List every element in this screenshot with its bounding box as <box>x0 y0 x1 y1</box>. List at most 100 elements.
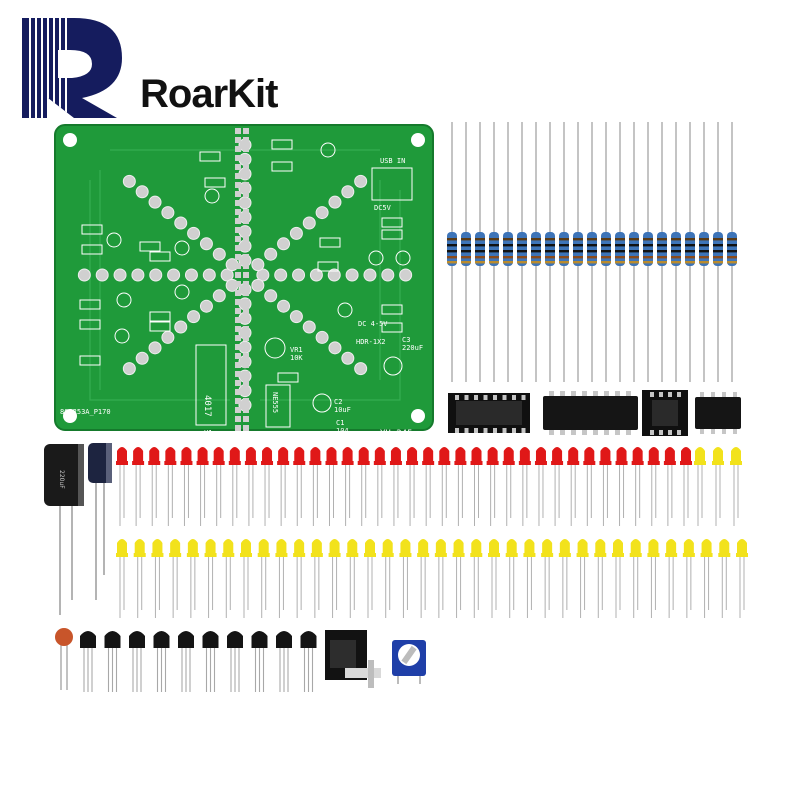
resistor <box>489 122 499 382</box>
red-led <box>164 447 177 526</box>
ic-pin <box>711 392 715 397</box>
transistor-footprint <box>174 284 190 300</box>
transistor <box>227 631 243 692</box>
pin-pad <box>235 389 241 395</box>
pin-pad <box>243 290 249 296</box>
resistor-footprint <box>271 139 293 150</box>
resistor-footprint <box>81 244 103 255</box>
led-pad <box>251 258 265 272</box>
dip16-ic <box>543 391 638 435</box>
yellow-led <box>399 539 412 618</box>
led-pad <box>354 174 368 188</box>
resistor <box>615 122 625 382</box>
mount-hole <box>411 133 425 147</box>
red-led <box>148 447 161 526</box>
resistor-footprint <box>317 261 339 272</box>
brand-logo: RoarKit <box>12 10 352 120</box>
pin-pad <box>243 245 249 251</box>
red-led <box>228 447 241 526</box>
ic-pin <box>483 428 488 433</box>
transistor <box>129 631 145 692</box>
led-pad-array <box>77 128 413 431</box>
ic-ref-u1: U1 <box>204 429 212 437</box>
led-pad <box>148 341 162 355</box>
led-group <box>116 447 748 618</box>
pin-pad <box>235 290 241 296</box>
pin-pad <box>243 281 249 287</box>
resistor-group <box>447 122 737 382</box>
ic-pin <box>455 395 459 400</box>
resistor <box>531 122 541 382</box>
yellow-led <box>736 539 748 618</box>
ic-pin <box>512 395 516 400</box>
pot-value: 10K <box>290 354 303 362</box>
ic-pin <box>474 395 478 400</box>
red-led <box>261 447 274 526</box>
pin-pad <box>243 146 249 152</box>
red-led <box>502 447 515 526</box>
transistor-footprint <box>337 302 353 318</box>
led-pad <box>149 268 163 282</box>
transistor-footprint <box>395 250 411 266</box>
led-pad <box>220 268 234 282</box>
pin-pad <box>243 299 249 305</box>
pin-pad <box>235 173 241 179</box>
red-led <box>244 447 257 526</box>
ic-pin <box>502 395 507 400</box>
led-pad <box>363 268 377 282</box>
resistor-footprint <box>204 177 226 188</box>
yellow-led <box>240 539 252 618</box>
led-pad <box>302 320 316 334</box>
pin-pad <box>243 362 249 368</box>
yellow-led <box>541 539 554 618</box>
pin-pad <box>243 227 249 233</box>
ic-pin <box>593 391 598 396</box>
pin-pad <box>235 236 241 242</box>
pin-pad <box>235 380 241 386</box>
ic-pin <box>700 392 704 397</box>
ic-footprint-u1: 4017 U1 <box>195 344 227 437</box>
red-led <box>438 447 451 526</box>
red-led <box>325 447 338 526</box>
ic-pin <box>733 392 737 397</box>
pin-pad <box>243 173 249 179</box>
transistor-footprint <box>320 142 336 158</box>
ic-pin <box>464 395 469 400</box>
ic-pin <box>677 430 681 435</box>
ic-pin <box>582 391 587 396</box>
pin-pad <box>243 236 249 242</box>
led-pad <box>113 268 127 282</box>
yellow-led <box>576 539 589 618</box>
transistor-footprint <box>368 250 384 266</box>
yellow-led <box>310 539 323 618</box>
yellow-led <box>647 539 660 618</box>
yellow-led <box>151 539 164 618</box>
pin-pad <box>243 263 249 269</box>
red-led <box>470 447 483 526</box>
dc-power-jack <box>325 630 381 688</box>
pcb-silk-parts <box>79 139 411 383</box>
yellow-led <box>718 539 731 618</box>
led-pad <box>135 185 149 199</box>
trimmer-potentiometer <box>392 640 426 684</box>
pin-pad <box>235 335 241 341</box>
yellow-led <box>694 447 706 526</box>
resistor-footprint <box>149 311 171 322</box>
red-led <box>422 447 435 526</box>
pin-pad <box>243 218 249 224</box>
resistor-footprint <box>79 355 101 366</box>
pin-pad <box>235 371 241 377</box>
resistor-footprint <box>381 229 403 240</box>
red-led <box>534 447 547 526</box>
resistor-footprint <box>381 304 403 315</box>
yellow-led <box>682 539 695 618</box>
resistor <box>461 122 471 382</box>
red-led <box>680 447 692 526</box>
pin-pad <box>235 326 241 332</box>
ic-pin <box>615 430 620 435</box>
pin-pad <box>243 425 249 431</box>
yellow-led <box>594 539 607 618</box>
transistor-footprint <box>116 292 132 308</box>
led-pad <box>264 289 278 303</box>
ic-pin <box>560 391 565 396</box>
